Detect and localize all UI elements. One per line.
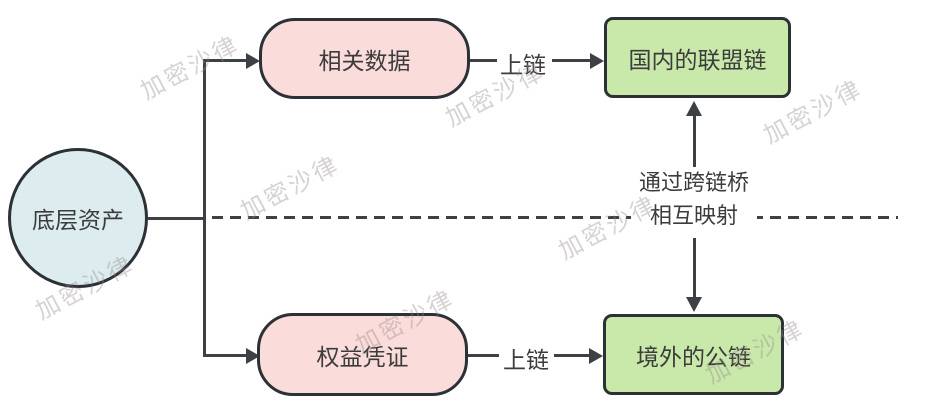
- node-equity-certificate-label: 权益凭证: [316, 344, 409, 371]
- node-overseas-public-chain-label: 境外的公链: [636, 344, 751, 371]
- arrowhead-to-related-data: [246, 52, 260, 69]
- node-domestic-consortium-chain-label: 国内的联盟链: [628, 47, 767, 74]
- watermark-text: 加密沙律: [235, 149, 345, 226]
- arrow-line-to-equity-certificate: [203, 354, 247, 357]
- bridge-label: 通过跨链桥 相互映射: [630, 167, 758, 235]
- connector-circle-to-branch: [148, 217, 205, 220]
- node-related-data: 相关数据: [259, 18, 470, 99]
- node-underlying-asset-label: 底层资产: [32, 208, 124, 234]
- node-domestic-consortium-chain: 国内的联盟链: [604, 17, 791, 98]
- onchain-bottom-line-right: [554, 354, 590, 357]
- arrowhead-to-equity-certificate: [246, 347, 260, 364]
- bridge-label-line2: 相互映射: [649, 203, 739, 229]
- onchain-top-line-right: [552, 59, 591, 62]
- node-overseas-public-chain: 境外的公链: [603, 314, 784, 395]
- node-underlying-asset: 底层资产: [8, 148, 148, 288]
- watermark-text: 加密沙律: [135, 29, 245, 106]
- dashed-divider-line: [212, 216, 898, 219]
- bridge-label-line1: 通过跨链桥: [638, 171, 750, 196]
- onchain-top-line-left: [468, 59, 499, 62]
- bridge-arrowhead-up: [686, 101, 702, 116]
- node-equity-certificate: 权益凭证: [257, 313, 468, 396]
- bridge-line-top: [692, 113, 696, 170]
- node-related-data-label: 相关数据: [318, 48, 411, 75]
- bridge-arrowhead-down: [686, 297, 702, 312]
- bridge-line-bottom: [692, 238, 696, 298]
- arrowhead-to-overseas-chain: [589, 347, 603, 364]
- onchain-bottom-label: 上链: [500, 341, 552, 375]
- branch-vertical-line: [203, 59, 206, 357]
- onchain-bottom-line-left: [466, 354, 499, 357]
- onchain-top-label: 上链: [497, 46, 549, 80]
- arrowhead-to-domestic-chain: [590, 52, 604, 69]
- arrow-line-to-related-data: [203, 59, 247, 62]
